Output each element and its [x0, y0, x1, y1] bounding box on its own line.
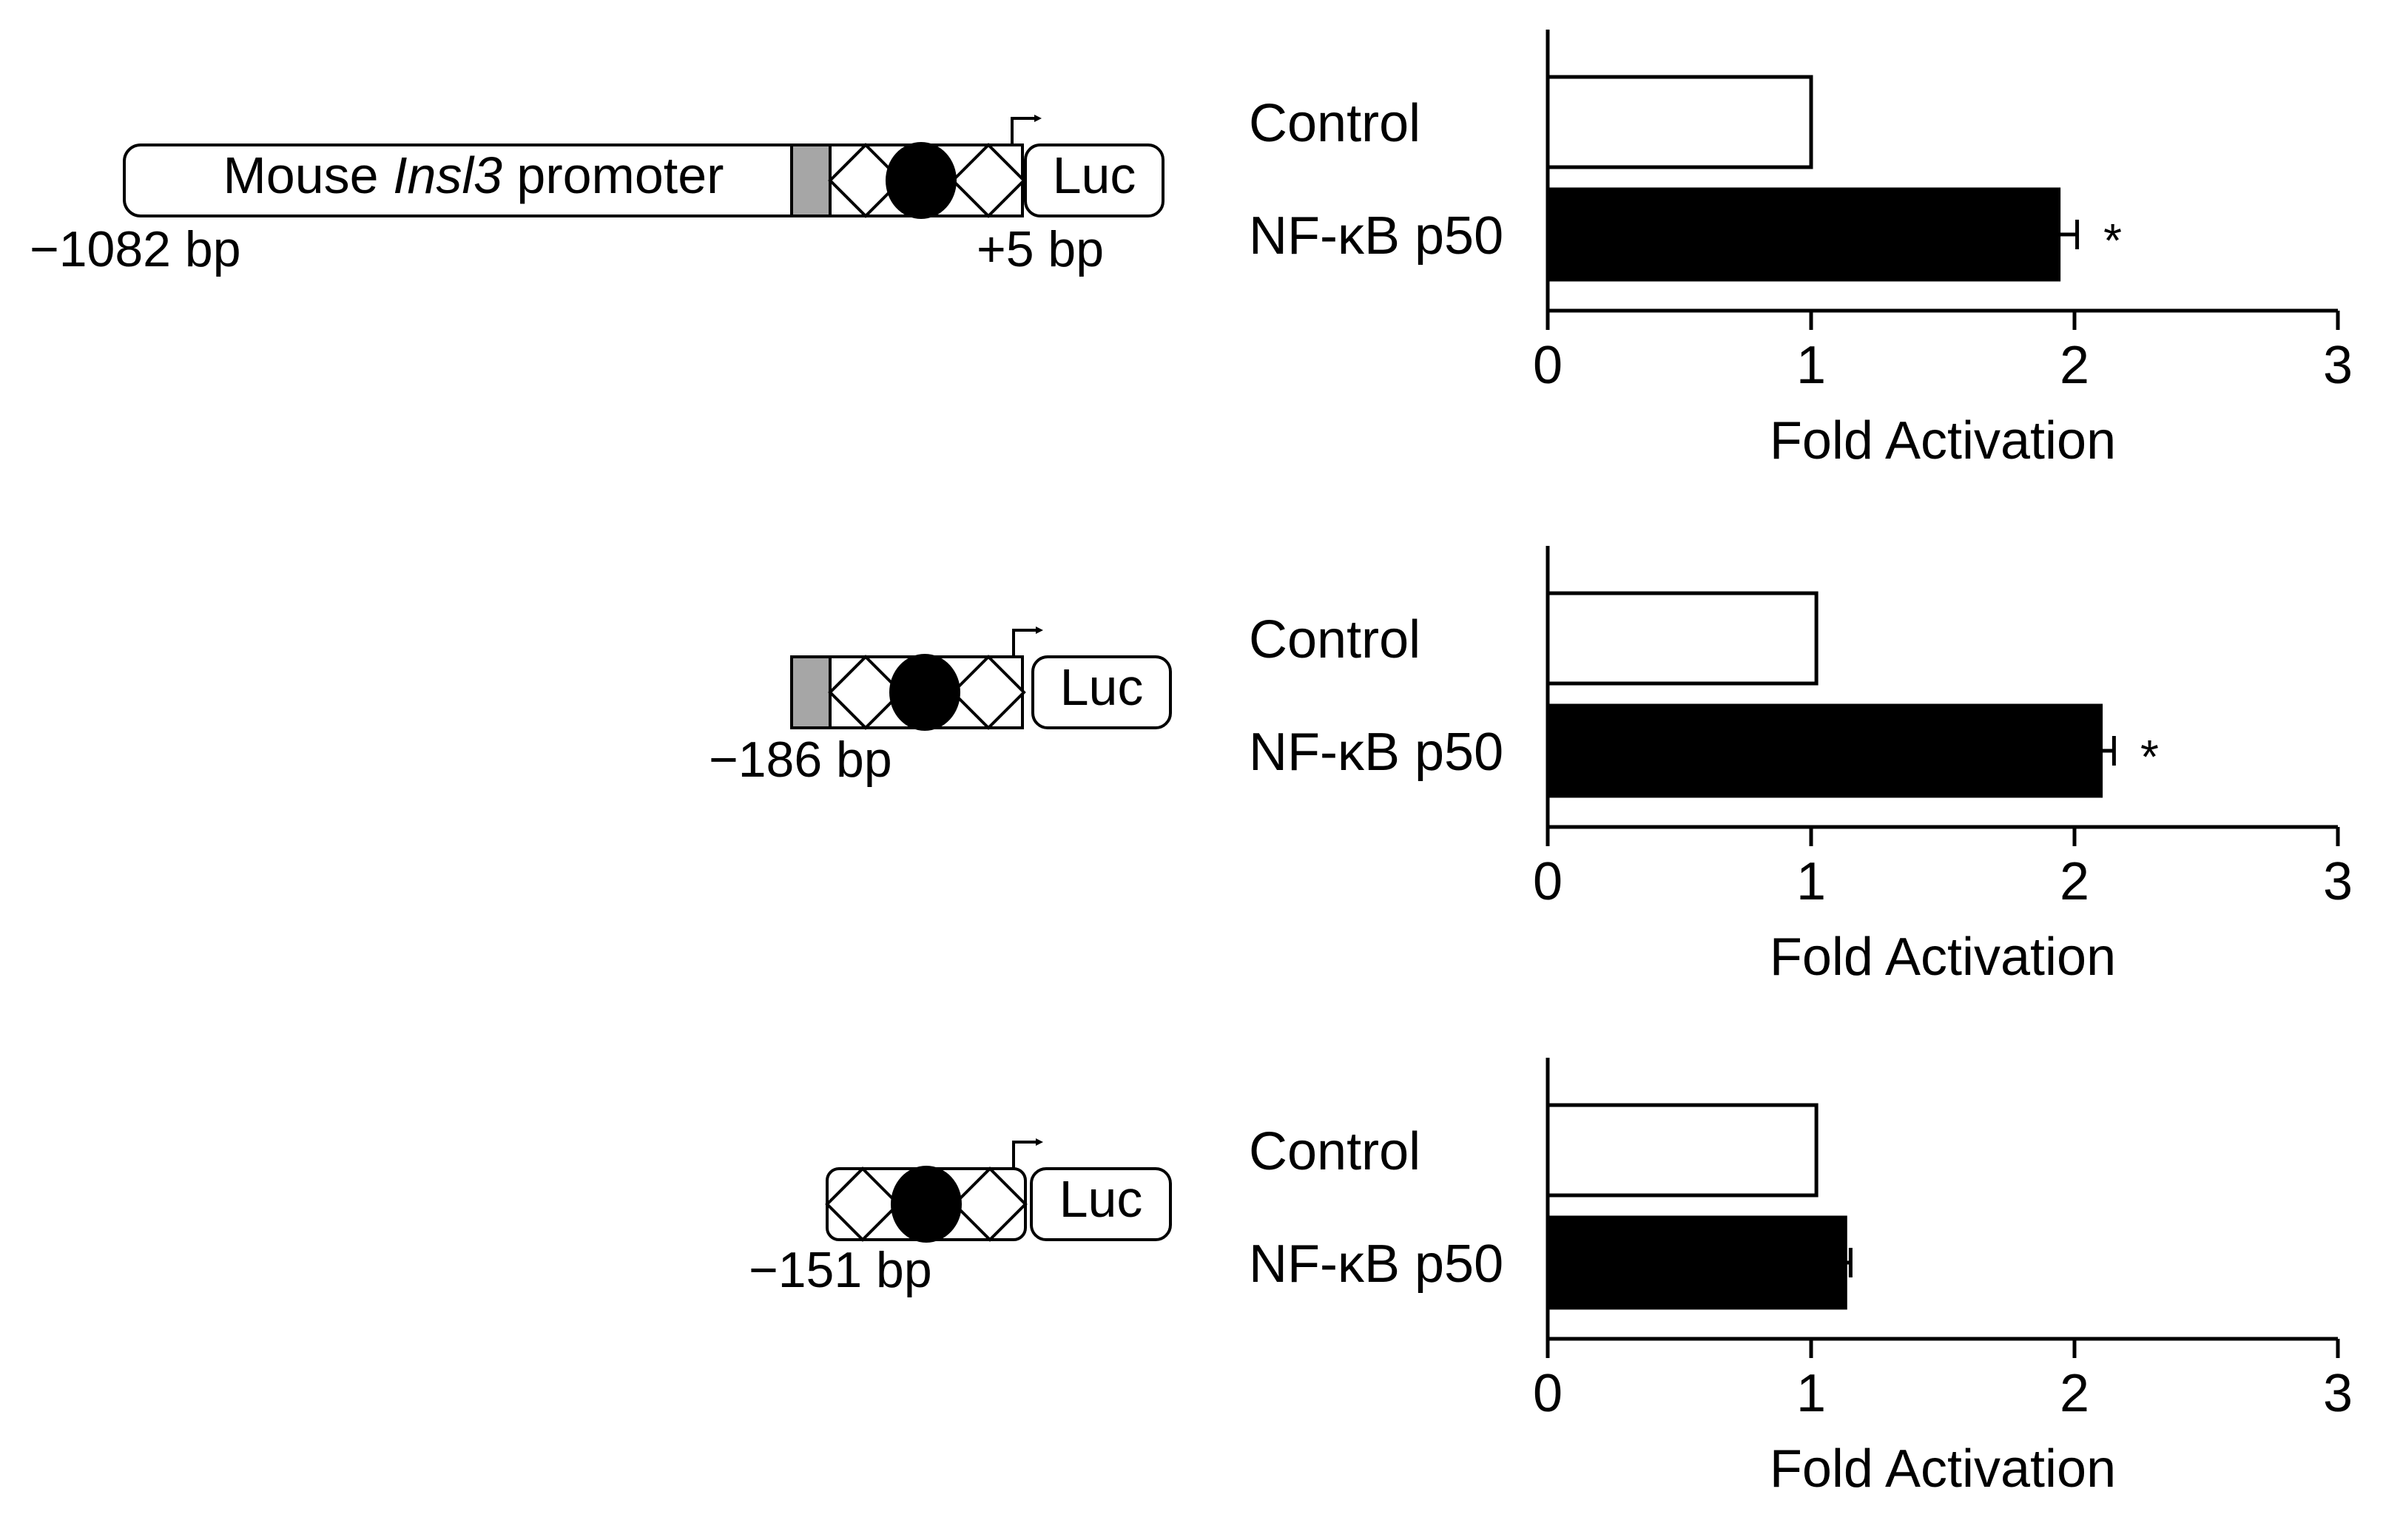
gray-element	[790, 143, 832, 217]
significance-marker: *	[2140, 730, 2159, 783]
binding-site-circle-icon	[889, 654, 960, 731]
x-tick-label: 1	[1796, 1364, 1826, 1423]
bar-nfkb-p50	[1546, 703, 2103, 798]
start-label: −186 bp	[709, 732, 892, 788]
luc-box	[1030, 1167, 1172, 1241]
x-tick-label: 1	[1796, 852, 1826, 911]
x-tick-label: 0	[1533, 852, 1563, 911]
x-axis-label: Fold Activation	[1770, 411, 2116, 470]
x-tick-label: 2	[2060, 336, 2089, 395]
right-diamond-icon	[952, 1166, 1028, 1242]
x-tick-label: 0	[1533, 1364, 1563, 1423]
bar-nfkb-p50	[1546, 187, 2061, 282]
category-label: Control	[1249, 1122, 1420, 1181]
luc-label: Luc	[1053, 146, 1136, 204]
tss-arrow-icon	[1011, 115, 1042, 145]
tss-arrow-icon	[1012, 1138, 1043, 1169]
category-label: NF-κB p50	[1249, 1235, 1503, 1294]
construct-3: Luc −151 bp	[749, 1138, 1172, 1298]
binding-site-circle-icon	[891, 1166, 962, 1243]
x-tick-label: 3	[2323, 336, 2353, 395]
x-tick-label: 3	[2323, 1364, 2353, 1423]
x-axis-label: Fold Activation	[1770, 928, 2116, 987]
x-tick-label: 2	[2060, 1364, 2089, 1423]
right-diamond-icon	[951, 655, 1026, 730]
category-label: NF-κB p50	[1249, 723, 1503, 782]
construct-2: Luc −186 bp	[709, 627, 1172, 788]
category-label: NF-κB p50	[1249, 206, 1503, 266]
category-label: Control	[1249, 610, 1420, 669]
start-label: −151 bp	[749, 1242, 932, 1298]
bar-control	[1546, 1103, 1819, 1198]
luc-box	[1031, 655, 1172, 729]
bar-control	[1546, 591, 1819, 686]
x-axis-label: Fold Activation	[1770, 1439, 2116, 1499]
promoter-label: Mouse Insl3 promoter	[223, 146, 724, 204]
category-label: Control	[1249, 94, 1420, 153]
luc-label: Luc	[1059, 1170, 1143, 1228]
luc-box	[1024, 143, 1164, 217]
tss-arrow-icon	[1012, 627, 1043, 657]
construct-1: Mouse Insl3 promoter Luc −1082 bp +5 bp	[30, 115, 1164, 277]
bar-nfkb-p50	[1546, 1215, 1847, 1310]
x-tick-label: 2	[2060, 852, 2089, 911]
end-label: +5 bp	[977, 221, 1104, 277]
bar-control	[1546, 75, 1813, 169]
x-tick-label: 3	[2323, 852, 2353, 911]
binding-site-circle-icon	[886, 142, 957, 219]
x-tick-label: 1	[1796, 336, 1826, 395]
start-label: −1082 bp	[30, 221, 241, 277]
x-tick-label: 0	[1533, 336, 1563, 395]
significance-marker: *	[2103, 214, 2122, 267]
luc-label: Luc	[1060, 658, 1144, 716]
gray-element	[790, 655, 832, 729]
